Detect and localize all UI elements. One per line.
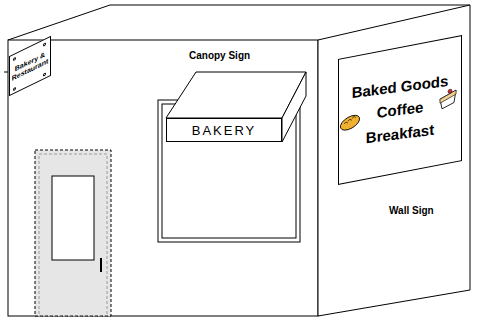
door — [35, 150, 111, 316]
screw-dot — [43, 72, 46, 76]
door-handle — [100, 258, 102, 272]
callout-label: Canopy Sign — [189, 50, 250, 61]
sign-text: BAKERY — [192, 123, 257, 138]
door-frame — [39, 154, 107, 316]
side-wall — [318, 5, 470, 316]
canopy-side — [282, 72, 306, 142]
canopy-top — [166, 72, 306, 118]
sign-text: Bakery & Restaurant — [11, 49, 49, 84]
sign-text: Baked Goods Coffee Breakfast — [348, 69, 452, 152]
roof-edge — [8, 5, 110, 40]
sign-bracket — [4, 72, 8, 73]
screw-dot — [43, 42, 46, 46]
callout-label: Wall Sign — [389, 205, 434, 216]
screw-dot — [13, 57, 16, 61]
roof-edge — [110, 5, 470, 6]
shop-window-frame — [162, 104, 296, 238]
wall-sign: Baked Goods Coffee Breakfast — [338, 35, 462, 185]
canopy-front: BAKERY — [166, 118, 282, 142]
front-wall — [8, 40, 318, 316]
shop-window — [158, 100, 300, 242]
door-window — [52, 176, 94, 260]
screw-dot — [13, 87, 16, 91]
